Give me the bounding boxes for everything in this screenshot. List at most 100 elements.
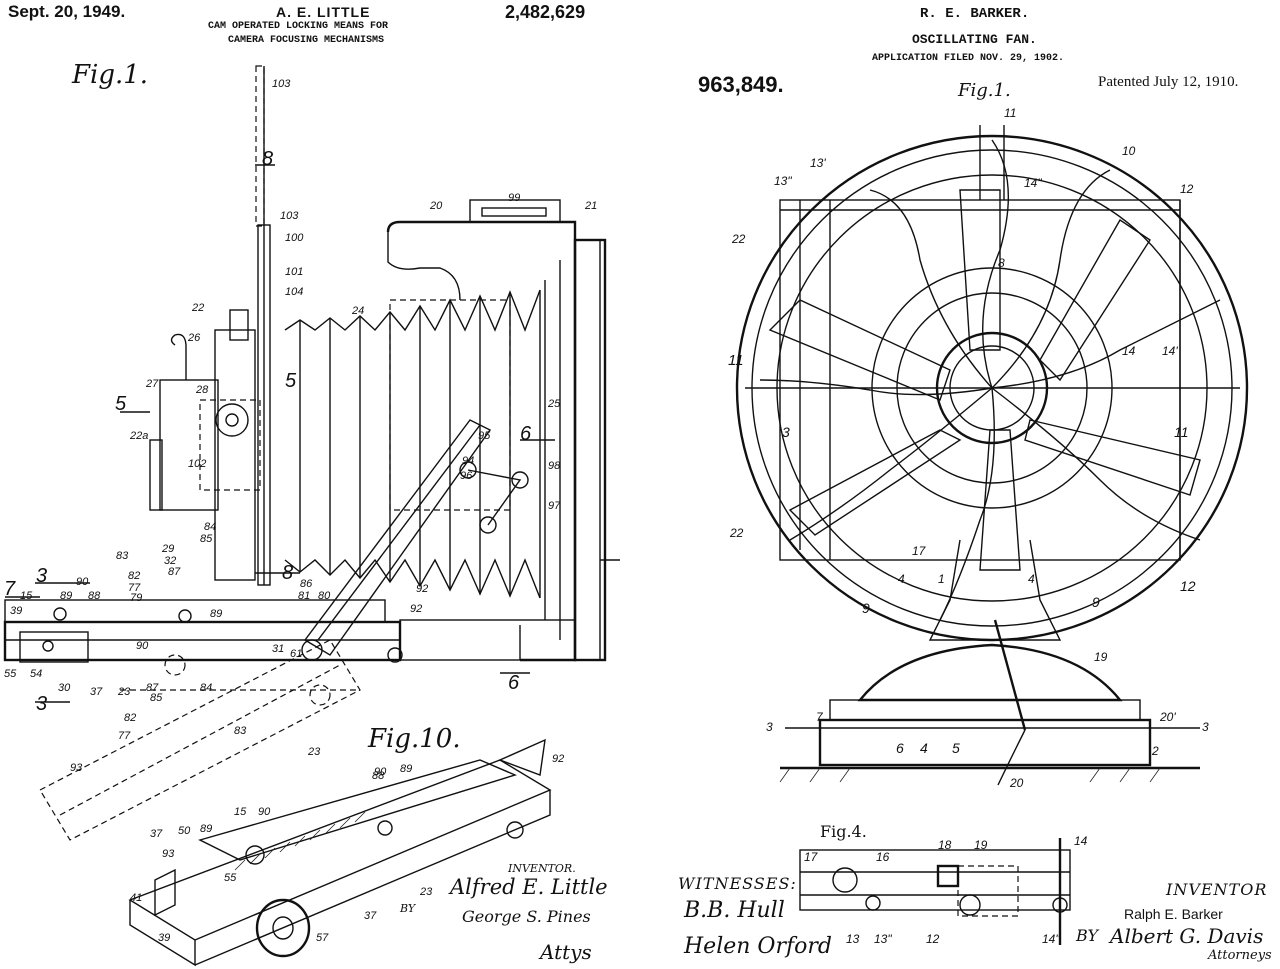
ref-numeral: 98 (548, 460, 561, 472)
right-patent-application: APPLICATION FILED NOV. 29, 1902. (872, 53, 1065, 64)
left-patent-number: 2,482,629 (505, 2, 586, 22)
ref-numeral: 88 (372, 770, 385, 782)
focusing-post (255, 65, 271, 586)
ref-numeral: 95 (478, 430, 491, 442)
ref-numeral: 88 (88, 590, 101, 602)
fan-ref-numeral: 7 (816, 710, 823, 724)
left-inventor-caption: INVENTOR. (508, 862, 576, 875)
ref-numeral: 26 (188, 332, 201, 344)
ref-numeral: 100 (285, 232, 304, 244)
ref-numeral: 96 (460, 470, 473, 482)
ref-numeral: 3 (36, 693, 48, 715)
left-patent-panel: Sept. 20, 1949. A. E. LITTLE CAM OPERATE… (3, 2, 620, 967)
fig4-label: Fig.4. (820, 822, 867, 841)
ref-numeral: 57 (316, 932, 329, 944)
left-patent-title-line1: CAM OPERATED LOCKING MEANS FOR (208, 21, 389, 32)
fan-ref-numeral: 19 (1094, 650, 1108, 664)
ref-numeral: 23 (118, 686, 131, 698)
ref-numeral: 92 (410, 603, 423, 615)
ref-numeral: 7 (4, 578, 16, 600)
fan-stand (780, 539, 1200, 786)
fan-ref-numeral: 12 (926, 932, 940, 946)
witnesses-label: WITNESSES: (678, 874, 797, 893)
section-lines (5, 164, 620, 703)
ref-numeral: 104 (285, 286, 304, 298)
right-patent-inventor-name: R. E. BARKER. (920, 6, 1030, 22)
fan-ref-numeral: 22 (730, 526, 744, 540)
ref-numeral: 37 (150, 828, 163, 840)
ref-numeral: 82 (128, 570, 141, 582)
fan-ref-numeral: 17 (912, 544, 926, 558)
ref-numeral: 84 (200, 682, 213, 694)
fan-ref-numeral: 6 (896, 740, 904, 756)
ref-numeral: 22 (192, 302, 205, 314)
ref-numeral: 24 (352, 305, 365, 317)
fan-ref-numeral: 3 (1202, 720, 1209, 734)
ref-numeral: 27 (146, 378, 159, 390)
fan-ref-numeral: 19 (974, 838, 988, 852)
fan-ref-numeral: 14' (1162, 344, 1178, 358)
ref-numeral: 15 (20, 590, 33, 602)
ref-numeral: 80 (318, 590, 331, 602)
ref-numeral: 41 (130, 892, 143, 904)
ref-numeral: 83 (234, 725, 247, 737)
fig4-drawing (799, 838, 1071, 945)
fan-ref-numeral: 4 (898, 572, 905, 586)
ref-numeral: 54 (30, 668, 43, 680)
ref-numeral: 8 (262, 148, 274, 170)
ref-numeral: 77 (118, 730, 131, 742)
right-patent-title: OSCILLATING FAN. (912, 32, 1037, 47)
ref-numeral: 30 (58, 682, 71, 694)
ref-numeral: 90 (258, 806, 271, 818)
ref-numeral: 89 (200, 823, 213, 835)
left-patent-date: Sept. 20, 1949. (8, 2, 126, 21)
ref-numeral: 89 (400, 763, 413, 775)
witness2-signature: Helen Orford (684, 934, 832, 959)
right-inventor-signature: Ralph E. Barker (1124, 906, 1223, 922)
ref-numeral: 97 (548, 500, 561, 512)
ref-numeral: 103 (280, 210, 299, 222)
ref-numeral: 85 (150, 692, 163, 704)
lens-standard (149, 309, 261, 581)
ref-numeral: 23 (420, 886, 433, 898)
fan-hub (871, 267, 1113, 509)
ref-numeral: 61 (290, 648, 303, 660)
ref-numeral: 29 (162, 543, 175, 555)
fan-patent-drawing (735, 125, 1249, 945)
fan-ref-numeral: 20 (1010, 776, 1024, 790)
fan-ref-numeral: 1 (938, 572, 945, 586)
ref-numeral: 82 (124, 712, 137, 724)
fan-ref-numeral: 2 (1152, 744, 1159, 758)
fig10-label: Fig.10. (368, 724, 461, 754)
fan-ref-numeral: 13 (846, 932, 860, 946)
ref-numeral: 83 (116, 550, 129, 562)
left-by-label: BY (400, 902, 416, 915)
ref-numeral: 6 (520, 423, 532, 445)
ref-numeral: 31 (272, 643, 285, 655)
ref-numeral: 20 (430, 200, 443, 212)
fan-ref-numeral: 14" (1024, 176, 1042, 190)
ref-numeral: 39 (158, 932, 171, 944)
ref-numeral: 101 (285, 266, 304, 278)
ref-numeral: 79 (130, 592, 143, 604)
ref-numeral: 8 (282, 562, 294, 584)
right-attorney-signature: Albert G. Davis (1110, 924, 1264, 948)
ref-numeral: 90 (374, 766, 387, 778)
camera-body (386, 199, 607, 662)
camera-bed (3, 599, 576, 663)
ref-numeral: 92 (416, 583, 429, 595)
ref-numeral: 93 (70, 762, 83, 774)
left-attorney-signature: George S. Pines (462, 907, 591, 926)
fan-ref-numeral: 5 (952, 740, 960, 756)
right-patent-panel: R. E. BARKER. OSCILLATING FAN. APPLICATI… (640, 0, 1280, 969)
fan-ref-numeral: 11 (1004, 106, 1017, 120)
ref-numeral: 102 (188, 458, 207, 470)
ref-numeral: 90 (136, 640, 149, 652)
ref-numeral: 25 (548, 398, 561, 410)
ref-numeral: 37 (364, 910, 377, 922)
ref-numeral: 15 (234, 806, 247, 818)
fan-ref-numeral: 9 (1092, 594, 1100, 610)
fig1-label: Fig.1. (72, 60, 149, 90)
fan-ref-numeral: 3 (782, 424, 790, 440)
ref-numeral: 85 (200, 533, 213, 545)
